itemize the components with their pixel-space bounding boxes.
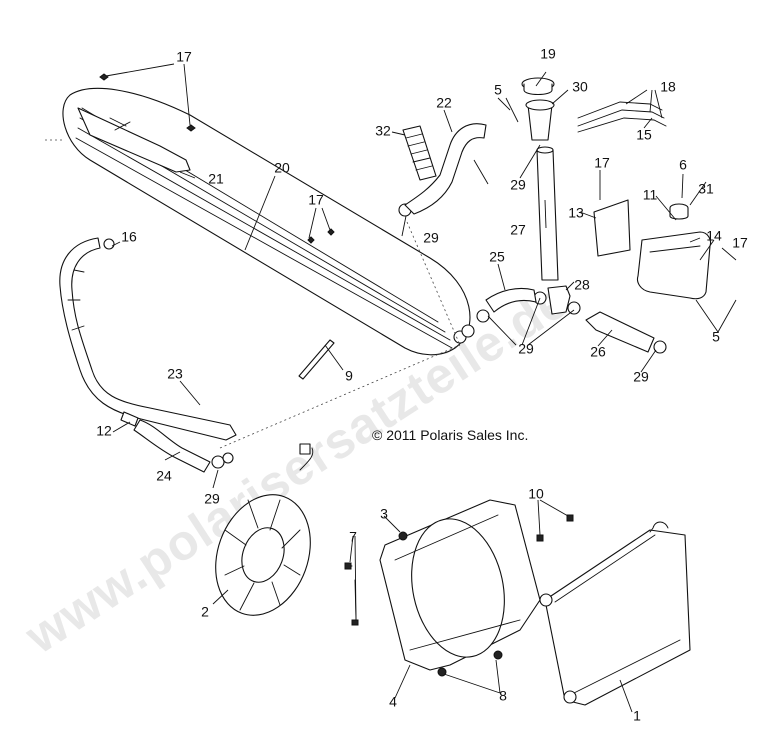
hardware-bolts (344, 514, 574, 677)
tee-fitting-28 (547, 285, 571, 315)
callout-13: 13 (568, 205, 584, 221)
hose-25 (485, 287, 537, 313)
reservoir-cap-31 (669, 203, 689, 220)
callout-10: 10 (528, 486, 544, 502)
callout-29: 29 (204, 491, 220, 507)
callout-31: 31 (698, 181, 714, 197)
cooling-fan-2 (215, 443, 314, 616)
callout-29: 29 (510, 177, 526, 193)
callout-19: 19 (540, 46, 556, 62)
callout-14: 14 (706, 228, 722, 244)
callout-22: 22 (436, 95, 452, 111)
bracket-13 (593, 199, 631, 257)
callout-29: 29 (423, 230, 439, 246)
callout-15: 15 (636, 127, 652, 143)
filler-tube-27 (536, 149, 559, 281)
radiator-cap-19 (521, 77, 555, 96)
callout-28: 28 (574, 277, 590, 293)
coolant-reservoir-14 (636, 231, 712, 300)
filler-neck-30 (525, 99, 555, 141)
callout-4: 4 (389, 694, 397, 710)
callout-17: 17 (176, 49, 192, 65)
callout-17: 17 (308, 192, 324, 208)
sleeve-32 (402, 125, 437, 181)
callout-16: 16 (121, 229, 137, 245)
callout-5: 5 (494, 82, 502, 98)
hose-23 (59, 237, 237, 441)
vent-lines-18 (577, 101, 667, 133)
callout-20: 20 (274, 160, 290, 176)
callout-2: 2 (201, 604, 209, 620)
hose-22 (404, 123, 487, 215)
filler-tube-top (536, 146, 554, 154)
callout-1: 1 (633, 708, 641, 724)
callout-9: 9 (345, 368, 353, 384)
callout-17: 17 (732, 235, 748, 251)
callout-17: 17 (594, 155, 610, 171)
fan-shroud-4 (379, 499, 541, 671)
copyright-text: © 2011 Polaris Sales Inc. (372, 427, 528, 443)
callout-12: 12 (96, 423, 112, 439)
callout-29: 29 (518, 341, 534, 357)
callout-26: 26 (590, 344, 606, 360)
callout-7: 7 (349, 529, 357, 545)
callout-5: 5 (712, 329, 720, 345)
callout-18: 18 (660, 79, 676, 95)
callout-32: 32 (375, 123, 391, 139)
hose-24 (120, 411, 211, 473)
reference-lines (219, 221, 461, 449)
callout-23: 23 (167, 366, 183, 382)
radiator-1 (539, 521, 691, 706)
zip-tie-9 (298, 339, 335, 380)
callout-labels: 17 20 21 17 16 23 12 24 29 9 22 32 5 19 … (96, 46, 748, 724)
callout-8: 8 (499, 688, 507, 704)
callout-27: 27 (510, 222, 526, 238)
callout-24: 24 (156, 468, 172, 484)
callout-29: 29 (633, 369, 649, 385)
callout-21: 21 (208, 171, 224, 187)
callout-11: 11 (643, 187, 658, 203)
callout-25: 25 (489, 249, 505, 265)
tube-bracket (77, 107, 191, 173)
callout-6: 6 (679, 157, 687, 173)
callout-30: 30 (572, 79, 588, 95)
callout-3: 3 (380, 506, 388, 522)
leader-lines (105, 63, 737, 713)
clamp-16 (103, 238, 115, 250)
hose-26 (585, 311, 655, 353)
